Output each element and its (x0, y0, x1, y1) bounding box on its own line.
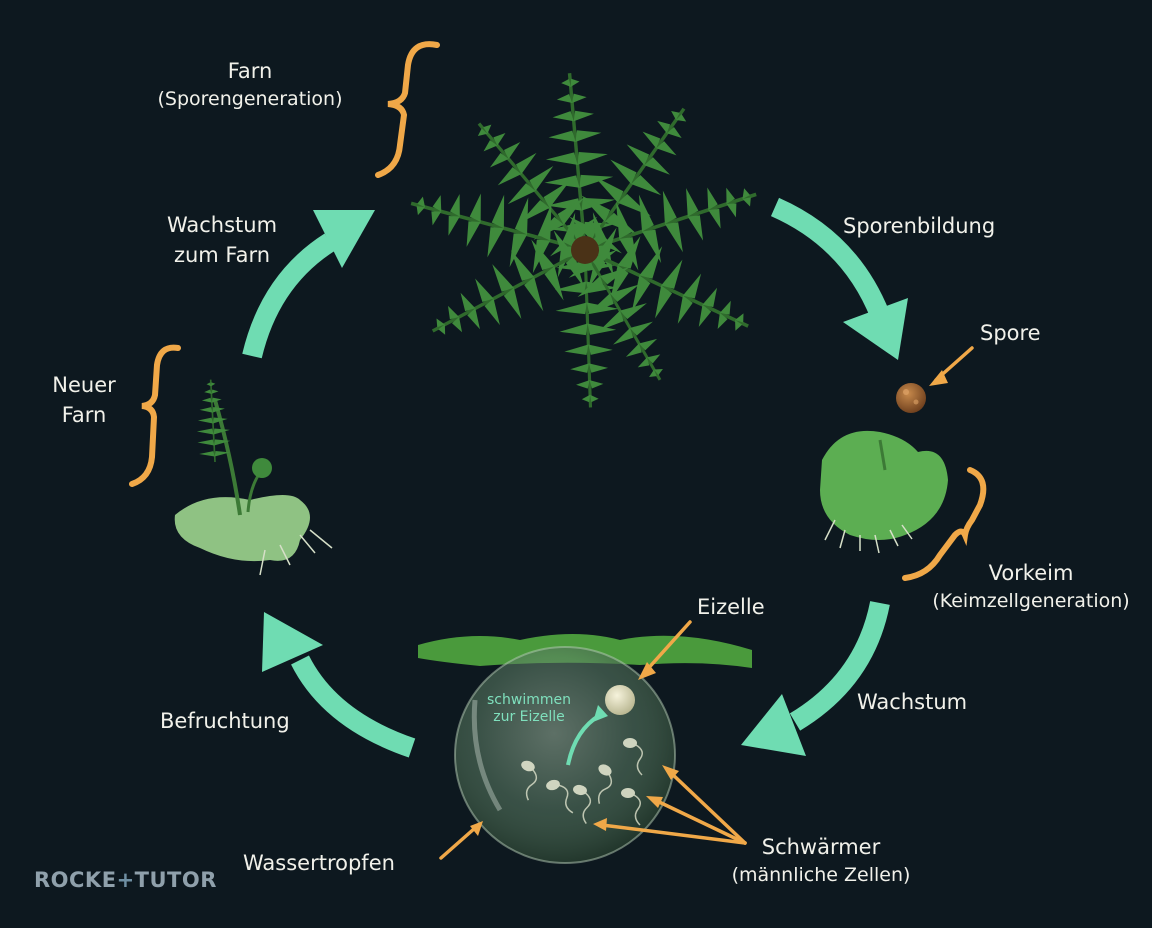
pointer-schwaermer-1 (668, 770, 747, 845)
label-eizelle: Eizelle (697, 595, 765, 619)
mature-fern-illustration (400, 68, 770, 411)
label-neuer-farn: Neuer Farn (36, 370, 132, 430)
label-wachstum: Wachstum (857, 690, 968, 714)
label-wachstum-zum-farn-1: Wachstum (166, 213, 278, 237)
label-sporenbildung: Sporenbildung (843, 214, 996, 238)
egg-cell (605, 685, 635, 715)
arrow-wachstum-head (741, 694, 806, 756)
young-fern-illustration (174, 377, 333, 576)
annotations (129, 41, 987, 860)
pointer-wassertropfen (439, 826, 477, 860)
label-schwaermer: Schwärmer (männliche Zellen) (712, 832, 930, 888)
label-schwaermer-sub: (männliche Zellen) (731, 864, 911, 886)
label-vorkeim-title: Vorkeim (988, 561, 1074, 585)
label-wachstum-zum-farn: Wachstum zum Farn (148, 210, 296, 270)
logo-left: ROCKE (34, 868, 117, 892)
label-vorkeim: Vorkeim (Keimzellgeneration) (915, 558, 1147, 614)
water-drop-illustration (418, 634, 752, 864)
pointer-eizelle (643, 620, 692, 674)
arrow-wachstum (789, 600, 890, 731)
arrow-sporenbildung-head (843, 298, 908, 360)
label-wachstum-zum-farn-2: zum Farn (173, 243, 271, 267)
label-spore: Spore (980, 321, 1041, 345)
arrow-sporenbildung (770, 197, 890, 319)
spore-illustration (896, 383, 926, 413)
label-farn-sub: (Sporengeneration) (157, 88, 343, 110)
arrow-wachstum-zum-farn (242, 233, 336, 359)
label-farn: Farn (Sporengeneration) (132, 56, 368, 112)
logo-plus: + (116, 868, 135, 892)
label-schwaermer-title: Schwärmer (761, 835, 881, 859)
brace-vorkeim (902, 467, 987, 581)
arrow-befruchtung (291, 655, 416, 758)
label-neuer-farn-2: Farn (61, 403, 107, 427)
brace-neuer-farn (129, 344, 181, 487)
label-schwimmen: schwimmen zur Eizelle (470, 692, 588, 726)
brace-farn (375, 41, 440, 178)
label-neuer-farn-1: Neuer (52, 373, 116, 397)
label-farn-title: Farn (227, 59, 273, 83)
label-schwimmen-2: zur Eizelle (493, 709, 565, 725)
cycle-arrows (242, 197, 908, 758)
label-vorkeim-sub: (Keimzellgeneration) (932, 590, 1130, 612)
pointer-schwaermer-2 (653, 798, 747, 845)
pointer-schwaermer-3 (600, 823, 747, 845)
label-wassertropfen: Wassertropfen (243, 851, 395, 875)
logo-right: TUTOR (134, 868, 217, 892)
label-schwimmen-1: schwimmen (487, 692, 571, 708)
prothallium-illustration (820, 430, 948, 554)
brand-logo: ROCKE+TUTOR (34, 868, 217, 892)
arrow-befruchtung-head (262, 612, 323, 672)
label-befruchtung: Befruchtung (160, 709, 290, 733)
arrow-wachstum-zum-farn-head (313, 210, 375, 268)
